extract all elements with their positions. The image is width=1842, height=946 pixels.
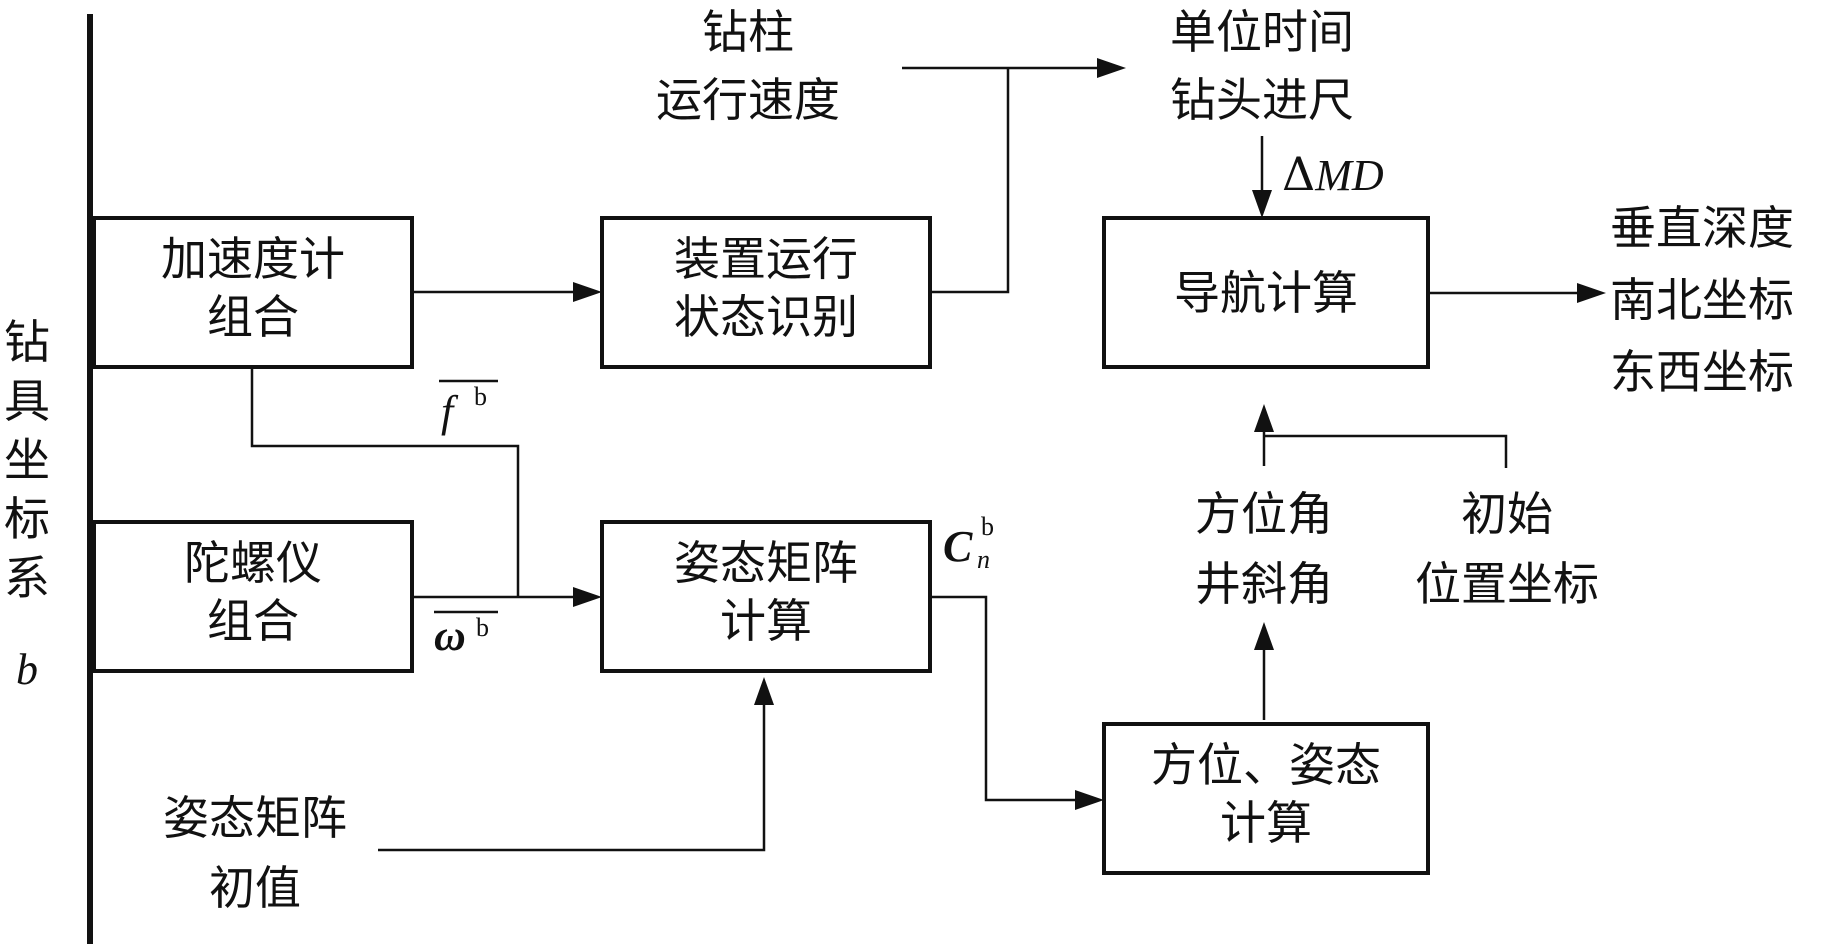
attitude-init-line1: 姿态矩阵 xyxy=(163,791,347,845)
state-recognition-label-line1: 装置运行 xyxy=(674,232,858,286)
arrowhead-to-footage xyxy=(1097,58,1126,78)
f-base: f xyxy=(441,387,459,436)
omega-base: ω xyxy=(434,611,466,660)
attitude-matrix-box: 姿态矩阵 计算 xyxy=(600,520,932,673)
gyroscope-box: 陀螺仪 组合 xyxy=(92,520,414,673)
attitude-init-line xyxy=(378,702,766,852)
drill-speed-label: 钻柱 运行速度 xyxy=(656,5,840,127)
unit-footage-label: 单位时间 钻头进尺 xyxy=(1170,5,1354,127)
attitude-init-label: 姿态矩阵 初值 xyxy=(163,791,347,915)
gyroscope-label-line2: 组合 xyxy=(207,594,299,648)
delta-md-text: MD xyxy=(1314,151,1384,200)
delta-md-symbol: ΔMD xyxy=(1282,147,1384,201)
frame-symbol: b xyxy=(16,645,38,694)
navigation-calc-box: 导航计算 xyxy=(1102,216,1430,369)
attitude-init-line2: 初值 xyxy=(209,861,301,915)
initial-position-line2: 位置坐标 xyxy=(1415,557,1599,611)
drill-speed-line2: 运行速度 xyxy=(656,73,840,127)
arrowhead-to-navigation-top xyxy=(1252,190,1272,218)
c-n-b-symbol: C b n xyxy=(943,512,994,574)
initial-position-line1: 初始 xyxy=(1461,487,1553,541)
frame-label-char-1: 钻 xyxy=(4,315,50,369)
frame-label-char-4: 标 xyxy=(4,492,50,546)
attitude-matrix-label-line1: 姿态矩阵 xyxy=(674,536,858,590)
attitude-matrix-label-line2: 计算 xyxy=(720,594,812,648)
azimuth-attitude-label-line1: 方位、姿态 xyxy=(1151,738,1381,792)
accel-to-attitude-line xyxy=(250,367,520,597)
arrowhead-to-state xyxy=(573,282,602,302)
frame-label-char-3: 坐 xyxy=(4,433,50,487)
arrowhead-to-navigation-bottom xyxy=(1254,404,1274,432)
state-to-speed-line xyxy=(930,68,1010,294)
arrowhead-to-angles xyxy=(1254,622,1274,650)
azimuth-attitude-label-line2: 计算 xyxy=(1220,796,1312,850)
f-b-symbol: f b xyxy=(439,379,498,436)
svg-text:ΔMD: ΔMD xyxy=(1282,147,1384,201)
arrowhead-to-attitude xyxy=(573,587,602,607)
angles-line2: 井斜角 xyxy=(1195,557,1333,611)
navigation-calc-label: 导航计算 xyxy=(1174,266,1358,320)
accelerometer-label-line1: 加速度计 xyxy=(161,232,345,286)
azimuth-attitude-box: 方位、姿态 计算 xyxy=(1102,722,1430,875)
arrowhead-to-outputs xyxy=(1577,283,1606,303)
c-sup: b xyxy=(981,512,994,541)
body-frame-label: 钻 具 坐 标 系 b xyxy=(4,315,50,694)
arrowhead-to-attitude-bottom xyxy=(754,677,774,705)
initial-position-label: 初始 位置坐标 xyxy=(1415,487,1599,611)
frame-label-char-5: 系 xyxy=(4,551,50,605)
output-vertical-depth: 垂直深度 xyxy=(1610,201,1794,255)
unit-footage-line2: 钻头进尺 xyxy=(1170,73,1354,127)
state-recognition-label-line2: 状态识别 xyxy=(674,290,858,344)
c-sub: n xyxy=(977,545,990,574)
state-recognition-box: 装置运行 状态识别 xyxy=(600,216,932,369)
output-east-west: 东西坐标 xyxy=(1610,345,1794,399)
outputs-label: 垂直深度 南北坐标 东西坐标 xyxy=(1610,201,1794,399)
angles-line1: 方位角 xyxy=(1195,487,1333,541)
frame-label-char-2: 具 xyxy=(4,374,50,428)
attitude-to-azimuth-line xyxy=(930,595,1078,802)
omega-sup: b xyxy=(476,613,489,642)
c-base: C xyxy=(943,522,973,571)
arrowhead-to-azimuth xyxy=(1075,790,1104,810)
drill-speed-line1: 钻柱 xyxy=(702,5,794,59)
initial-position-line xyxy=(1264,434,1508,468)
f-sup: b xyxy=(474,382,487,411)
gyroscope-label-line1: 陀螺仪 xyxy=(184,536,322,590)
accelerometer-label-line2: 组合 xyxy=(207,290,299,344)
output-north-south: 南北坐标 xyxy=(1610,273,1794,327)
unit-footage-line1: 单位时间 xyxy=(1170,5,1354,59)
delta-md-prefix: Δ xyxy=(1282,147,1315,201)
omega-b-symbol: ω b xyxy=(434,610,498,660)
accelerometer-box: 加速度计 组合 xyxy=(92,216,414,369)
angles-label: 方位角 井斜角 xyxy=(1195,487,1333,611)
